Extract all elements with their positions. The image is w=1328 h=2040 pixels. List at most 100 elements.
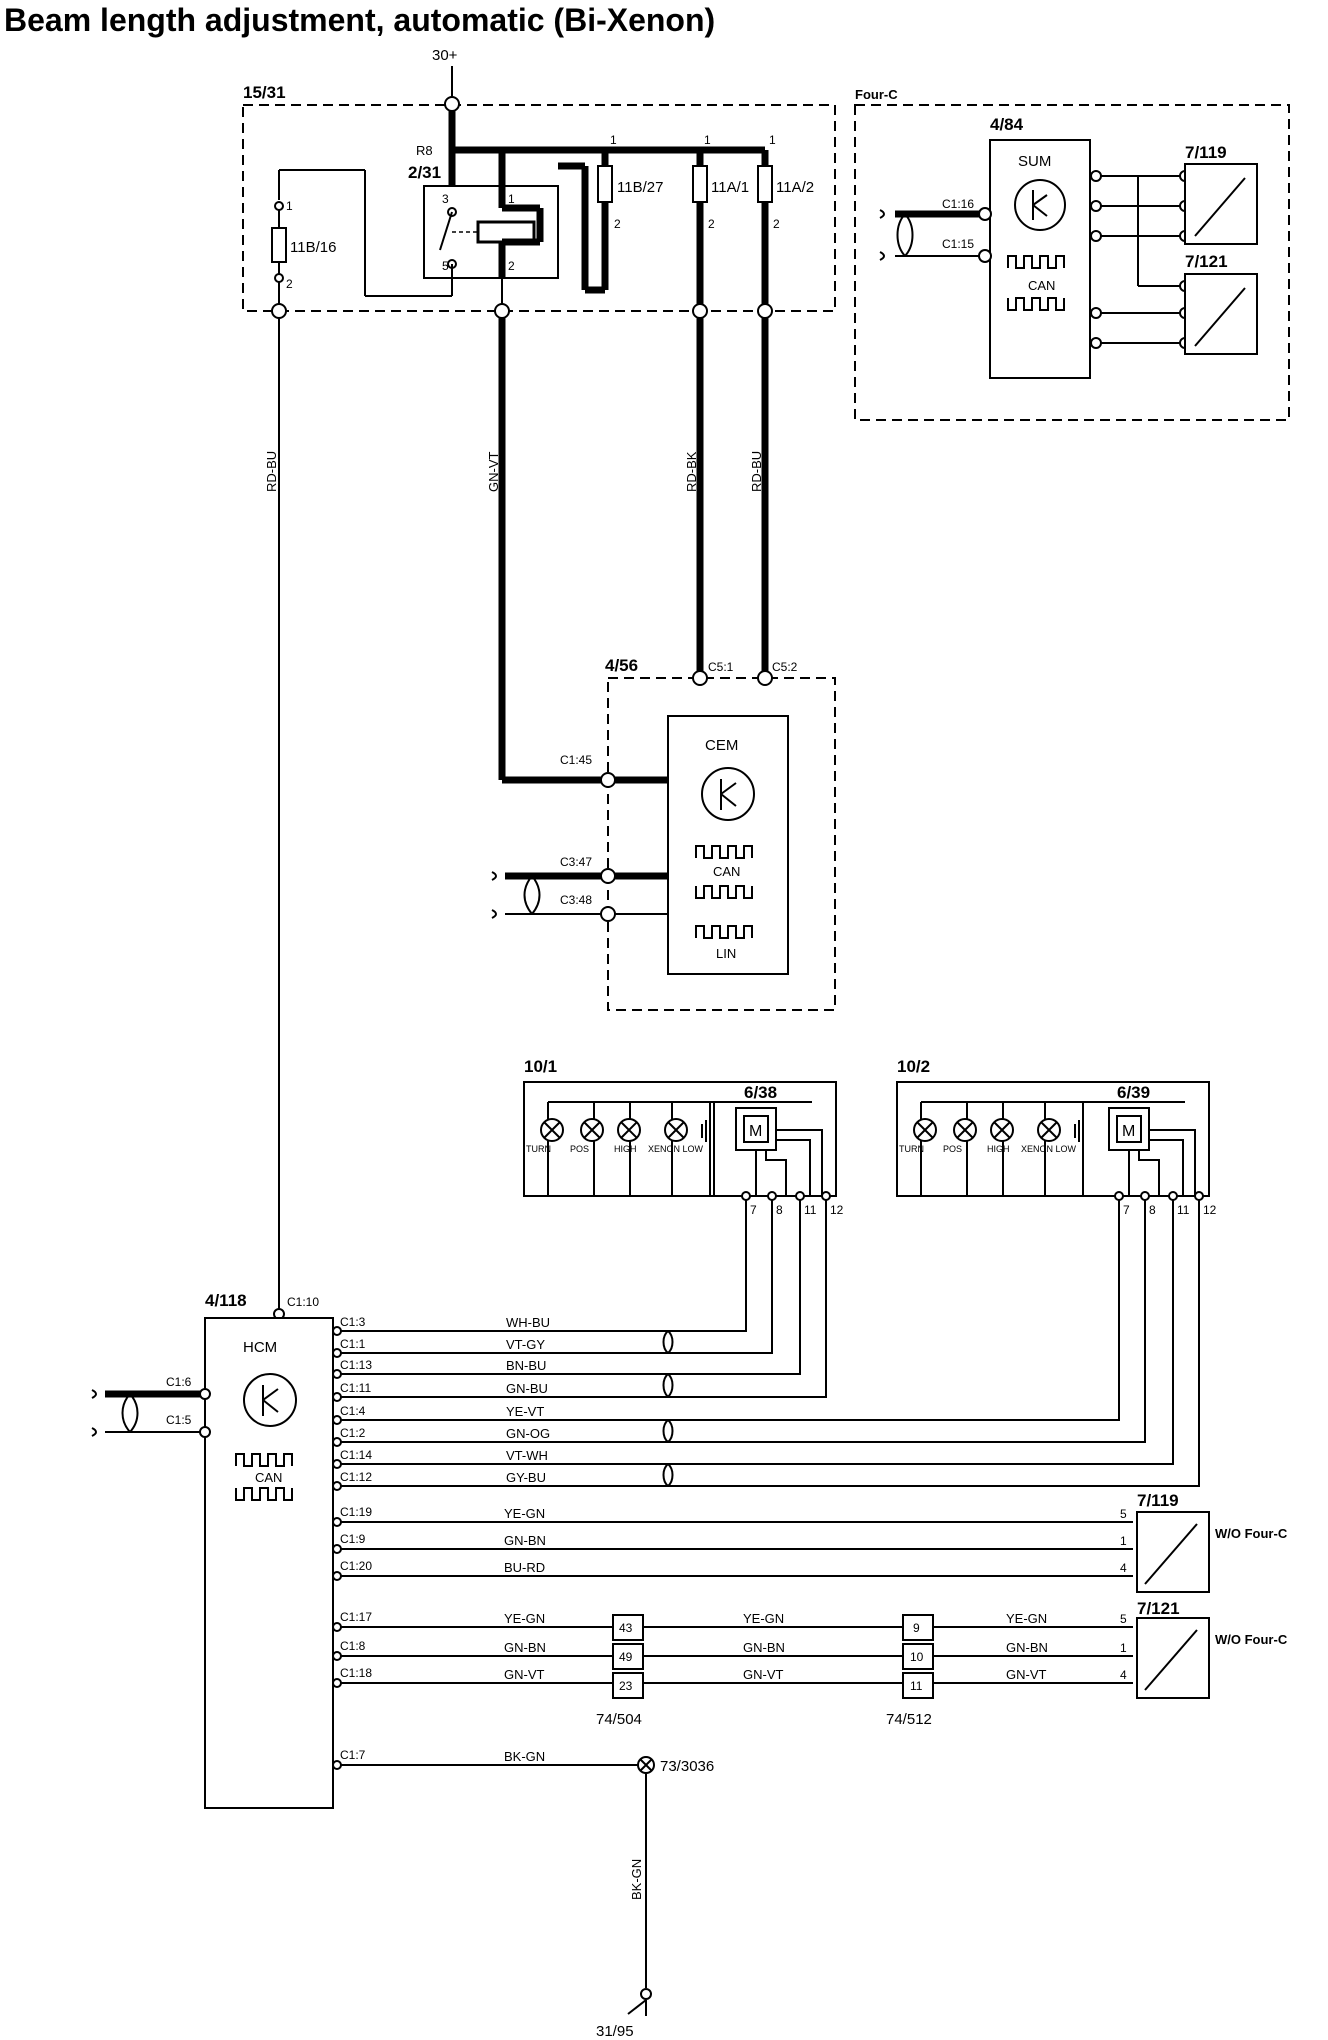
- can-label: CAN: [713, 864, 740, 879]
- svg-text:5: 5: [1120, 1612, 1127, 1626]
- svg-text:23: 23: [619, 1679, 633, 1693]
- svg-text:2: 2: [773, 217, 780, 231]
- svg-text:C1:20: C1:20: [340, 1559, 372, 1573]
- supply-label: 30+: [432, 47, 458, 64]
- relay-id: 2/31: [408, 163, 441, 182]
- svg-text:10/1: 10/1: [524, 1057, 557, 1076]
- fuse-label: 11A/2: [776, 179, 814, 196]
- headlamp-10-1: 10/1 TURN POS HIGH XENON LOW 6/38 M 7 8 …: [523, 1057, 844, 1217]
- lin-signal-icon: [695, 925, 753, 939]
- level-sensor-7-121-fourc: [1184, 273, 1258, 355]
- svg-text:10: 10: [910, 1650, 924, 1664]
- svg-text:2: 2: [508, 259, 515, 273]
- wire-label: GN-BU: [506, 1381, 548, 1396]
- svg-text:C1:12: C1:12: [340, 1470, 372, 1484]
- wire-label: BU-RD: [504, 1560, 545, 1575]
- svg-text:8: 8: [1149, 1203, 1156, 1217]
- cem-area: [607, 677, 836, 1011]
- transistor-icon: [1014, 179, 1066, 231]
- svg-text:7: 7: [750, 1203, 757, 1217]
- diagram-title: Beam length adjustment, automatic (Bi-Xe…: [4, 2, 716, 38]
- hcm-power-pin: C1:10: [287, 1295, 319, 1309]
- headlamp-10-2: 10/2 TURN POS HIGH XENON LOW 6/39 M 7 8 …: [896, 1057, 1217, 1217]
- hcm-name: HCM: [243, 1339, 277, 1356]
- svg-text:POS: POS: [570, 1144, 589, 1154]
- svg-text:1: 1: [769, 133, 776, 147]
- svg-text:9: 9: [913, 1621, 920, 1635]
- svg-text:C1:5: C1:5: [166, 1413, 192, 1427]
- svg-text:74/504: 74/504: [596, 1711, 642, 1728]
- fuse-11a-2: [757, 165, 773, 203]
- svg-text:11: 11: [910, 1679, 923, 1693]
- svg-text:49: 49: [619, 1650, 633, 1664]
- can-signal-icon: [1007, 297, 1065, 311]
- svg-text:C1:16: C1:16: [942, 197, 974, 211]
- fourc-area: [854, 104, 1290, 421]
- wire-label: GN-VT: [504, 1667, 545, 1682]
- fusebox-id: 15/31: [243, 83, 286, 102]
- svg-text:C5:2: C5:2: [772, 660, 798, 674]
- wire-label: RD-BK: [684, 451, 699, 492]
- svg-text:1: 1: [1120, 1641, 1127, 1655]
- svg-text:C1:13: C1:13: [340, 1358, 372, 1372]
- fourc-label: Four-C: [855, 87, 898, 102]
- sum-name: SUM: [1018, 153, 1051, 170]
- svg-text:C5:1: C5:1: [708, 660, 734, 674]
- svg-text:C1:19: C1:19: [340, 1505, 372, 1519]
- transistor-icon: [701, 767, 755, 821]
- wire-label: GN-BN: [743, 1640, 785, 1655]
- svg-text:C1:11: C1:11: [340, 1381, 371, 1395]
- fuse-11b-16: [271, 227, 287, 263]
- wire-label: YE-GN: [504, 1611, 545, 1626]
- svg-text:C1:15: C1:15: [942, 237, 974, 251]
- svg-text:7: 7: [1123, 1203, 1130, 1217]
- svg-text:6/39: 6/39: [1117, 1083, 1150, 1102]
- wire-label: GY-BU: [506, 1470, 546, 1485]
- fuse-label: 11B/16: [290, 239, 336, 256]
- svg-text:74/512: 74/512: [886, 1711, 932, 1728]
- svg-text:4: 4: [1120, 1668, 1127, 1682]
- svg-text:6/38: 6/38: [744, 1083, 777, 1102]
- sensor-id: 7/121: [1137, 1599, 1180, 1618]
- svg-text:5: 5: [442, 259, 449, 273]
- svg-text:8: 8: [776, 1203, 783, 1217]
- svg-text:1: 1: [508, 192, 515, 206]
- svg-text:11: 11: [804, 1203, 817, 1217]
- svg-text:C1:14: C1:14: [340, 1448, 372, 1462]
- can-label: CAN: [1028, 278, 1055, 293]
- cem-name: CEM: [705, 737, 738, 754]
- svg-text:1: 1: [286, 199, 293, 213]
- lin-label: LIN: [716, 946, 736, 961]
- svg-text:43: 43: [619, 1621, 633, 1635]
- svg-text:C1:1: C1:1: [340, 1337, 366, 1351]
- wire-label: VT-GY: [506, 1337, 545, 1352]
- svg-text:3: 3: [442, 192, 449, 206]
- level-sensor-7-119-fourc: [1184, 163, 1258, 245]
- svg-text:M: M: [1122, 1123, 1135, 1140]
- relay-name: R8: [416, 143, 433, 158]
- svg-text:C1:18: C1:18: [340, 1666, 372, 1680]
- ground-terminal-icon: [627, 1999, 647, 2015]
- wire-label: VT-WH: [506, 1448, 548, 1463]
- wire-label: GN-VT: [1006, 1667, 1047, 1682]
- sensor-note: W/O Four-C: [1215, 1632, 1288, 1647]
- sensor-id: 7/119: [1185, 143, 1227, 162]
- hcm-motor-wires: C1:3 C1:1 C1:13 C1:11 C1:4 C1:2 C1:14 C1…: [332, 1315, 550, 1491]
- svg-text:1: 1: [1120, 1534, 1127, 1548]
- svg-text:11: 11: [1177, 1203, 1190, 1217]
- svg-text:2: 2: [708, 217, 715, 231]
- sensor-id: 7/119: [1137, 1491, 1179, 1510]
- hcm-rear-sensor-wires: C1:19 C1:9 C1:20 YE-GN GN-BN BU-RD 5 1 4: [332, 1505, 1133, 1581]
- ground-point-label: 73/3036: [660, 1758, 714, 1775]
- svg-text:4: 4: [1120, 1561, 1127, 1575]
- svg-text:C1:2: C1:2: [340, 1426, 366, 1440]
- svg-text:TURN: TURN: [899, 1144, 924, 1154]
- fuse-11b-27: [597, 165, 613, 203]
- cem-id: 4/56: [605, 656, 638, 675]
- svg-text:C1:8: C1:8: [340, 1639, 366, 1653]
- wire-label: RD-BU: [749, 451, 764, 492]
- svg-text:C1:45: C1:45: [560, 753, 592, 767]
- can-label: CAN: [255, 1470, 282, 1485]
- can-signal-icon: [695, 885, 753, 899]
